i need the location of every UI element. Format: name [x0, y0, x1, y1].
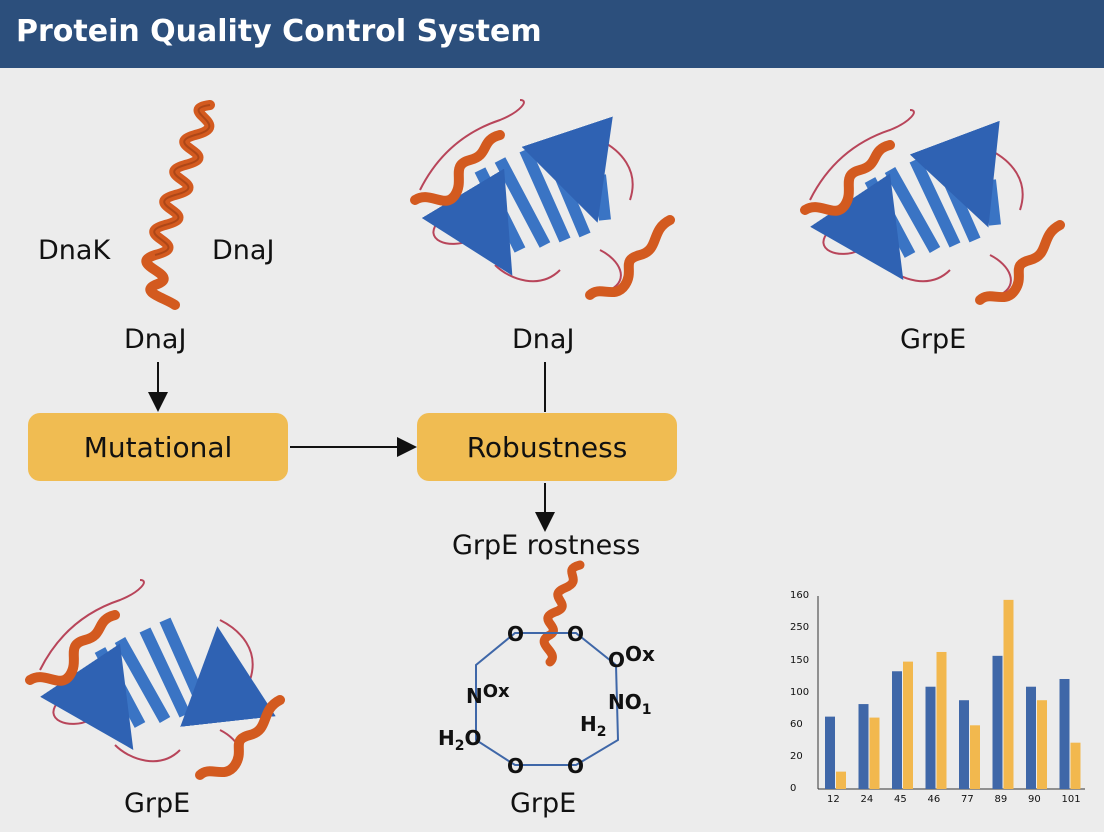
- bar-24-series-1: [858, 704, 869, 789]
- y-tick-label: 60: [790, 718, 803, 730]
- label-dnak: DnaK: [38, 235, 111, 266]
- bar-77-series-1: [959, 700, 969, 789]
- helix-structure-1: [141, 100, 215, 310]
- ring-h2o: H2O: [438, 726, 482, 754]
- helix-structure-2: [539, 560, 585, 667]
- y-tick-label: 150: [790, 654, 810, 666]
- protein-structure-top-right: [800, 109, 1060, 300]
- robustness-box: Robustness: [417, 413, 677, 481]
- protein-structure-bottom-left: [25, 579, 285, 775]
- x-tick-label: 24: [860, 794, 874, 805]
- y-tick-label: 0: [790, 783, 797, 794]
- x-tick-label: 90: [1028, 794, 1041, 805]
- x-tick-label: 46: [927, 794, 941, 805]
- mutational-box-label: Mutational: [83, 430, 233, 464]
- page-title: Protein Quality Control System: [16, 14, 542, 49]
- label-grpe-bottom-mid: GrpE: [510, 788, 577, 819]
- label-grpe-top: GrpE: [900, 324, 967, 355]
- y-tick-label: 20: [790, 750, 803, 762]
- x-tick-label: 45: [894, 794, 907, 805]
- bar-77-series-2: [970, 725, 980, 789]
- x-tick-label: 101: [1061, 794, 1081, 805]
- bar-45-series-1: [892, 671, 902, 789]
- bar-46-series-2: [936, 651, 947, 789]
- ring-o-top-right: O: [567, 622, 585, 646]
- ring-oox: OOx: [608, 642, 655, 672]
- bar-90-series-1: [1026, 686, 1036, 789]
- mutational-box: Mutational: [28, 413, 288, 481]
- label-dnaj-col1: DnaJ: [124, 324, 187, 355]
- label-dnaj-col2: DnaJ: [512, 324, 575, 355]
- label-grpe-robustness: GrpE rostness: [452, 530, 641, 561]
- label-dnaj-right: DnaJ: [212, 235, 275, 266]
- ring-o-top-left: O: [507, 622, 525, 646]
- bar-chart: [817, 596, 1085, 790]
- bar-101-series-1: [1059, 678, 1070, 789]
- molecular-ring: [475, 632, 620, 766]
- bar-24-series-2: [869, 717, 880, 789]
- ring-no1: NO1: [608, 690, 652, 718]
- bar-12-series-2: [836, 771, 846, 789]
- bar-12-series-1: [825, 716, 835, 789]
- bar-46-series-1: [925, 686, 936, 789]
- ring-o-bottom-right: O: [567, 754, 585, 778]
- x-tick-label: 77: [961, 794, 974, 805]
- y-tick-label: 100: [790, 686, 810, 698]
- y-tick-label: 160: [790, 590, 810, 602]
- ring-o-bottom-left: O: [507, 754, 525, 778]
- robustness-box-label: Robustness: [466, 430, 628, 464]
- ring-nox: NOx: [466, 681, 510, 708]
- y-tick-label: 250: [790, 622, 810, 634]
- header-bar: Protein Quality Control System: [0, 0, 1104, 68]
- label-grpe-bottom-left: GrpE: [124, 788, 191, 819]
- ring-h2: H2: [580, 712, 607, 740]
- bar-89-series-1: [992, 655, 1003, 789]
- x-tick-label: 12: [827, 794, 840, 805]
- bar-45-series-2: [903, 661, 913, 789]
- bar-89-series-2: [1003, 599, 1014, 789]
- bar-101-series-2: [1070, 742, 1081, 789]
- protein-structure-top-middle: [410, 99, 670, 295]
- x-tick-label: 89: [994, 794, 1008, 805]
- bar-90-series-2: [1037, 700, 1047, 789]
